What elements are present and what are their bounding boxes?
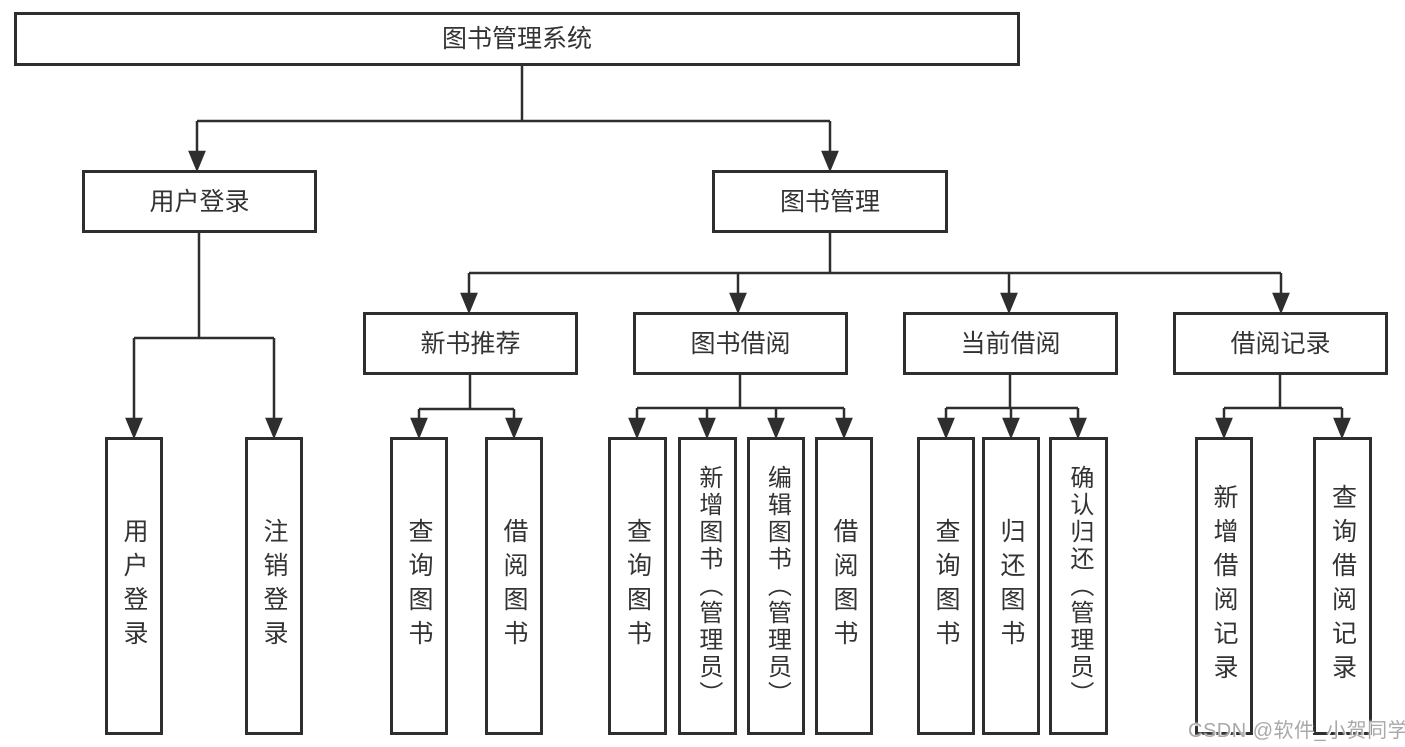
csdn-watermark: CSDN @软件_小贺同学 [1188,720,1405,742]
node-new-book-recommend: 新书推荐 [363,312,578,375]
node-label: 用户登录 [120,518,148,654]
leaf-query-books-recommend: 查询图书 [390,437,448,735]
node-label: 图书管理系统 [441,25,592,53]
node-library-system-root: 图书管理系统 [14,12,1020,66]
node-label: 当前借阅 [960,329,1061,358]
node-label: 借阅图书 [830,518,858,654]
node-label: 用户登录 [149,187,250,216]
node-book-management: 图书管理 [712,170,948,233]
node-label: 图书管理 [779,187,880,216]
node-label: 新书推荐 [420,329,521,358]
leaf-borrow-books-borrowing: 借阅图书 [815,437,873,735]
node-label: 查询图书 [405,518,433,654]
leaf-user-login: 用户登录 [105,437,163,735]
node-label: 借阅记录 [1230,329,1331,358]
node-label: 新增借阅记录 [1210,484,1238,688]
leaf-return-books: 归还图书 [982,437,1040,735]
node-label: 新增图书（管理员） [694,464,722,708]
leaf-query-books-current: 查询图书 [917,437,975,735]
node-user-login: 用户登录 [82,170,317,233]
node-label: 查询图书 [932,518,960,654]
leaf-confirm-return-admin: 确认归还（管理员） [1049,437,1108,735]
leaf-edit-books-admin: 编辑图书（管理员） [747,437,805,735]
node-label: 确认归还（管理员） [1065,464,1093,708]
node-label: 图书借阅 [690,329,791,358]
node-current-borrowing: 当前借阅 [903,312,1118,375]
node-book-borrowing: 图书借阅 [633,312,848,375]
node-label: 注销登录 [260,518,288,654]
node-label: 编辑图书（管理员） [763,464,791,708]
leaf-query-borrow-record: 查询借阅记录 [1313,437,1372,735]
leaf-query-books-borrowing: 查询图书 [608,437,667,735]
leaf-add-borrow-record: 新增借阅记录 [1195,437,1253,735]
leaf-logout: 注销登录 [245,437,303,735]
leaf-borrow-books-recommend: 借阅图书 [485,437,543,735]
node-borrowing-records: 借阅记录 [1173,312,1388,375]
node-label: 借阅图书 [500,518,528,654]
node-label: 归还图书 [997,518,1025,654]
node-label: 查询图书 [623,518,652,654]
leaf-add-books-admin: 新增图书（管理员） [678,437,737,735]
node-label: 查询借阅记录 [1328,484,1357,688]
